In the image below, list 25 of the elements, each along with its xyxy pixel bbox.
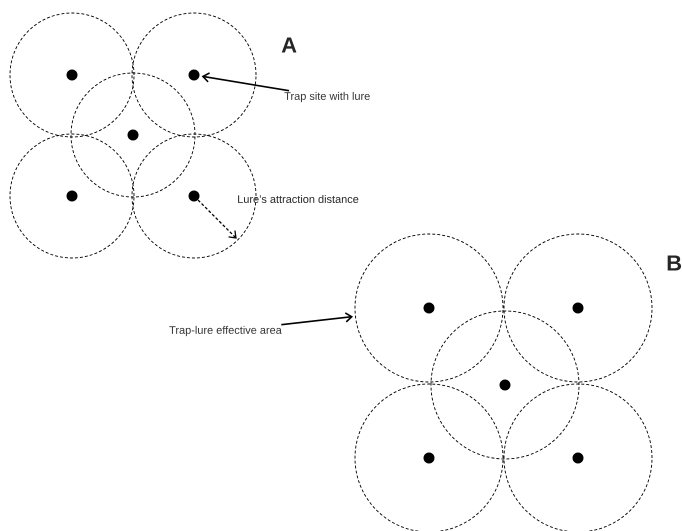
dashed-circle — [10, 134, 134, 258]
dot — [66, 70, 78, 80]
dot — [188, 70, 200, 80]
dot — [424, 302, 434, 314]
panel-letter: B — [668, 255, 682, 271]
callout-text: Trap site with lure — [284, 92, 370, 102]
leader-line — [281, 312, 354, 326]
dashed-circle — [430, 310, 580, 460]
callout-text: Trap-lure effective area — [169, 326, 282, 336]
dot — [128, 130, 138, 140]
dot — [188, 190, 200, 202]
dashed-circle — [10, 12, 134, 138]
annotation-text: Lure’s attraction distance — [238, 194, 358, 204]
dot — [572, 302, 584, 314]
dot — [572, 452, 584, 464]
dashed-circle — [504, 234, 652, 382]
panel-letter: A — [282, 37, 296, 53]
dashed-circle — [70, 72, 196, 198]
dot — [500, 380, 510, 390]
leader-line — [198, 200, 237, 239]
leader-line — [202, 72, 290, 92]
dashed-circle — [354, 234, 504, 382]
dashed-circle — [132, 12, 256, 138]
dot — [66, 190, 78, 202]
dot — [424, 452, 434, 464]
